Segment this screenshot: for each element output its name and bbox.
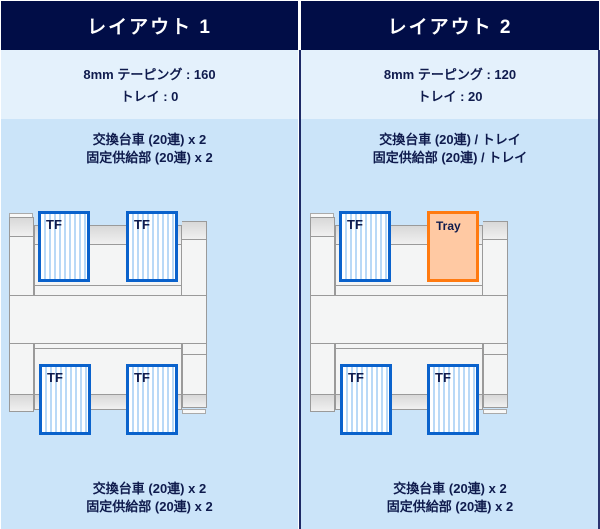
feeder-tf-top-left[interactable]: TF: [339, 211, 391, 282]
machine-part: [310, 217, 335, 237]
machine-part: [9, 236, 34, 296]
layout-2-title: レイアウト 2: [301, 1, 599, 50]
bottom-note-line-1: 交換台車 (20連) x 2: [393, 481, 507, 496]
bottom-note-line-2: 固定供給部 (20連) x 2: [386, 499, 514, 514]
layout-1-body: 交換台車 (20連) x 2 固定供給部 (20連) x 2: [1, 119, 298, 529]
feeder-tf-bottom-right[interactable]: TF: [126, 364, 178, 435]
top-note-line-1: 交換台車 (20連) x 2: [92, 132, 207, 147]
feeder-tf-bottom-right[interactable]: TF: [427, 364, 479, 435]
machine-part: [9, 217, 34, 237]
bottom-note-line-2: 固定供給部 (20連) x 2: [86, 499, 213, 514]
column-divider: [298, 1, 301, 529]
machine-part: [9, 343, 34, 395]
feeder-tf-bottom-left[interactable]: TF: [39, 364, 91, 435]
layout-2-top-note: 交換台車 (20連) / トレイ 固定供給部 (20連) / トレイ: [301, 131, 599, 167]
layout-2-body: 交換台車 (20連) / トレイ 固定供給部 (20連) / トレイ: [301, 119, 599, 529]
top-note-line-2: 固定供給部 (20連) x 2: [86, 150, 213, 165]
layout-1-tray-count: トレイ : 0: [120, 88, 179, 104]
feeder-label: TF: [134, 217, 150, 232]
machine-part: [182, 221, 207, 240]
machine-rail-bottom-right: [483, 409, 507, 414]
machine-center-bed: [310, 295, 508, 344]
layout-2-tray-count: トレイ : 20: [417, 88, 483, 104]
layout-2-column: レイアウト 2 8mm テーピング : 120 トレイ : 20 交換台車 (2…: [301, 1, 599, 529]
layout-2-taping-count: 8mm テーピング : 120: [383, 66, 517, 82]
machine-part: [182, 239, 207, 296]
feeder-label: Tray: [436, 219, 461, 233]
feeder-tray-top-right[interactable]: Tray: [427, 211, 479, 282]
machine-part: [483, 221, 508, 240]
feeder-label: TF: [347, 217, 363, 232]
machine-part: [182, 394, 207, 408]
top-note-line-2: 固定供給部 (20連) / トレイ: [372, 150, 528, 165]
machine-part: [483, 354, 508, 395]
layout-1-machine-diagram: TF TF TF TF: [9, 209, 215, 435]
machine-center-bed: [9, 295, 207, 344]
layout-1-top-note: 交換台車 (20連) x 2 固定供給部 (20連) x 2: [1, 131, 298, 167]
machine-part: [310, 394, 335, 412]
machine-part: [9, 394, 34, 412]
machine-part: [310, 343, 335, 395]
layout-1-column: レイアウト 1 8mm テーピング : 160 トレイ : 0 交換台車 (20…: [1, 1, 298, 529]
machine-part: [310, 236, 335, 296]
table-right-border: [598, 50, 600, 529]
machine-part: [182, 354, 207, 395]
layout-2-info: 8mm テーピング : 120 トレイ : 20: [301, 50, 599, 119]
feeder-label: TF: [435, 370, 451, 385]
feeder-label: TF: [348, 370, 364, 385]
layout-1-title: レイアウト 1: [1, 1, 298, 50]
feeder-label: TF: [134, 370, 150, 385]
feeder-label: TF: [47, 370, 63, 385]
feeder-tf-bottom-left[interactable]: TF: [340, 364, 392, 435]
feeder-label: TF: [46, 217, 62, 232]
layout-1-info: 8mm テーピング : 160 トレイ : 0: [1, 50, 298, 119]
layout-2-machine-diagram: TF Tray TF TF: [310, 209, 516, 435]
feeder-tf-top-left[interactable]: TF: [38, 211, 90, 282]
top-note-line-1: 交換台車 (20連) / トレイ: [379, 132, 521, 147]
layout-1-taping-count: 8mm テーピング : 160: [83, 66, 216, 82]
machine-part: [483, 394, 508, 408]
layout-2-bottom-note: 交換台車 (20連) x 2 固定供給部 (20連) x 2: [301, 480, 599, 516]
machine-rail-bottom-right: [182, 409, 206, 414]
layout-1-bottom-note: 交換台車 (20連) x 2 固定供給部 (20連) x 2: [1, 480, 298, 516]
bottom-note-line-1: 交換台車 (20連) x 2: [92, 481, 207, 496]
machine-part: [483, 239, 508, 296]
feeder-tf-top-right[interactable]: TF: [126, 211, 178, 282]
